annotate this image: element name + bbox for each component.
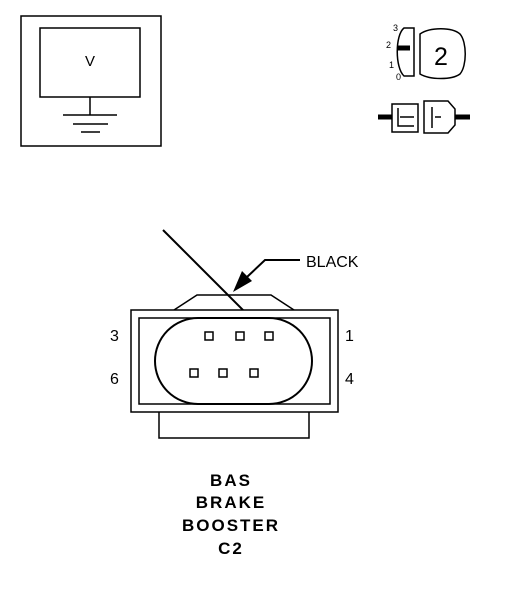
selector-selected-number: 2 (434, 43, 448, 71)
pin-cavity-6 (189, 368, 199, 378)
caption-line-2: BRAKE (196, 493, 266, 512)
pin-cavity-1 (264, 331, 274, 341)
diagonal-pointer-line (162, 229, 256, 323)
pin-cavity-4 (249, 368, 259, 378)
connector-top-ridge (173, 294, 295, 311)
pin-label-3: 3 (110, 328, 119, 345)
selector-right-half (419, 28, 466, 80)
connector-color-label: BLACK (306, 254, 359, 271)
selector-position-3: 3 (393, 23, 398, 33)
selector-position-2: 2 (386, 40, 391, 50)
selector-left-half (396, 27, 415, 77)
black-callout-head (233, 271, 252, 292)
pin-label-4: 4 (345, 371, 354, 388)
voltmeter-frame (20, 15, 162, 147)
black-callout-line (246, 259, 300, 278)
pin-label-6: 6 (110, 371, 119, 388)
selector-position-1: 1 (389, 60, 394, 70)
plug-latch-icon (397, 108, 414, 127)
connector-cavity-oval (154, 317, 313, 405)
connector-caption: BAS BRAKE BOOSTER C2 (182, 471, 280, 558)
caption-line-4: C2 (218, 539, 244, 558)
connector-face: 3 1 6 4 (110, 294, 354, 439)
voltmeter-unit-label: V (85, 53, 95, 70)
pin-cavity-5 (218, 368, 228, 378)
voltmeter-symbol: V (20, 15, 162, 147)
pin-label-1: 1 (345, 328, 354, 345)
caption-line-3: BOOSTER (182, 516, 280, 535)
pin-cavity-2 (235, 331, 245, 341)
connector-locator-icon: 3 2 1 0 2 (378, 23, 470, 134)
caption-line-1: BAS (210, 471, 252, 490)
pin-cavity-3 (204, 331, 214, 341)
plug-half-icon (391, 103, 419, 133)
selector-position-0: 0 (396, 72, 401, 82)
